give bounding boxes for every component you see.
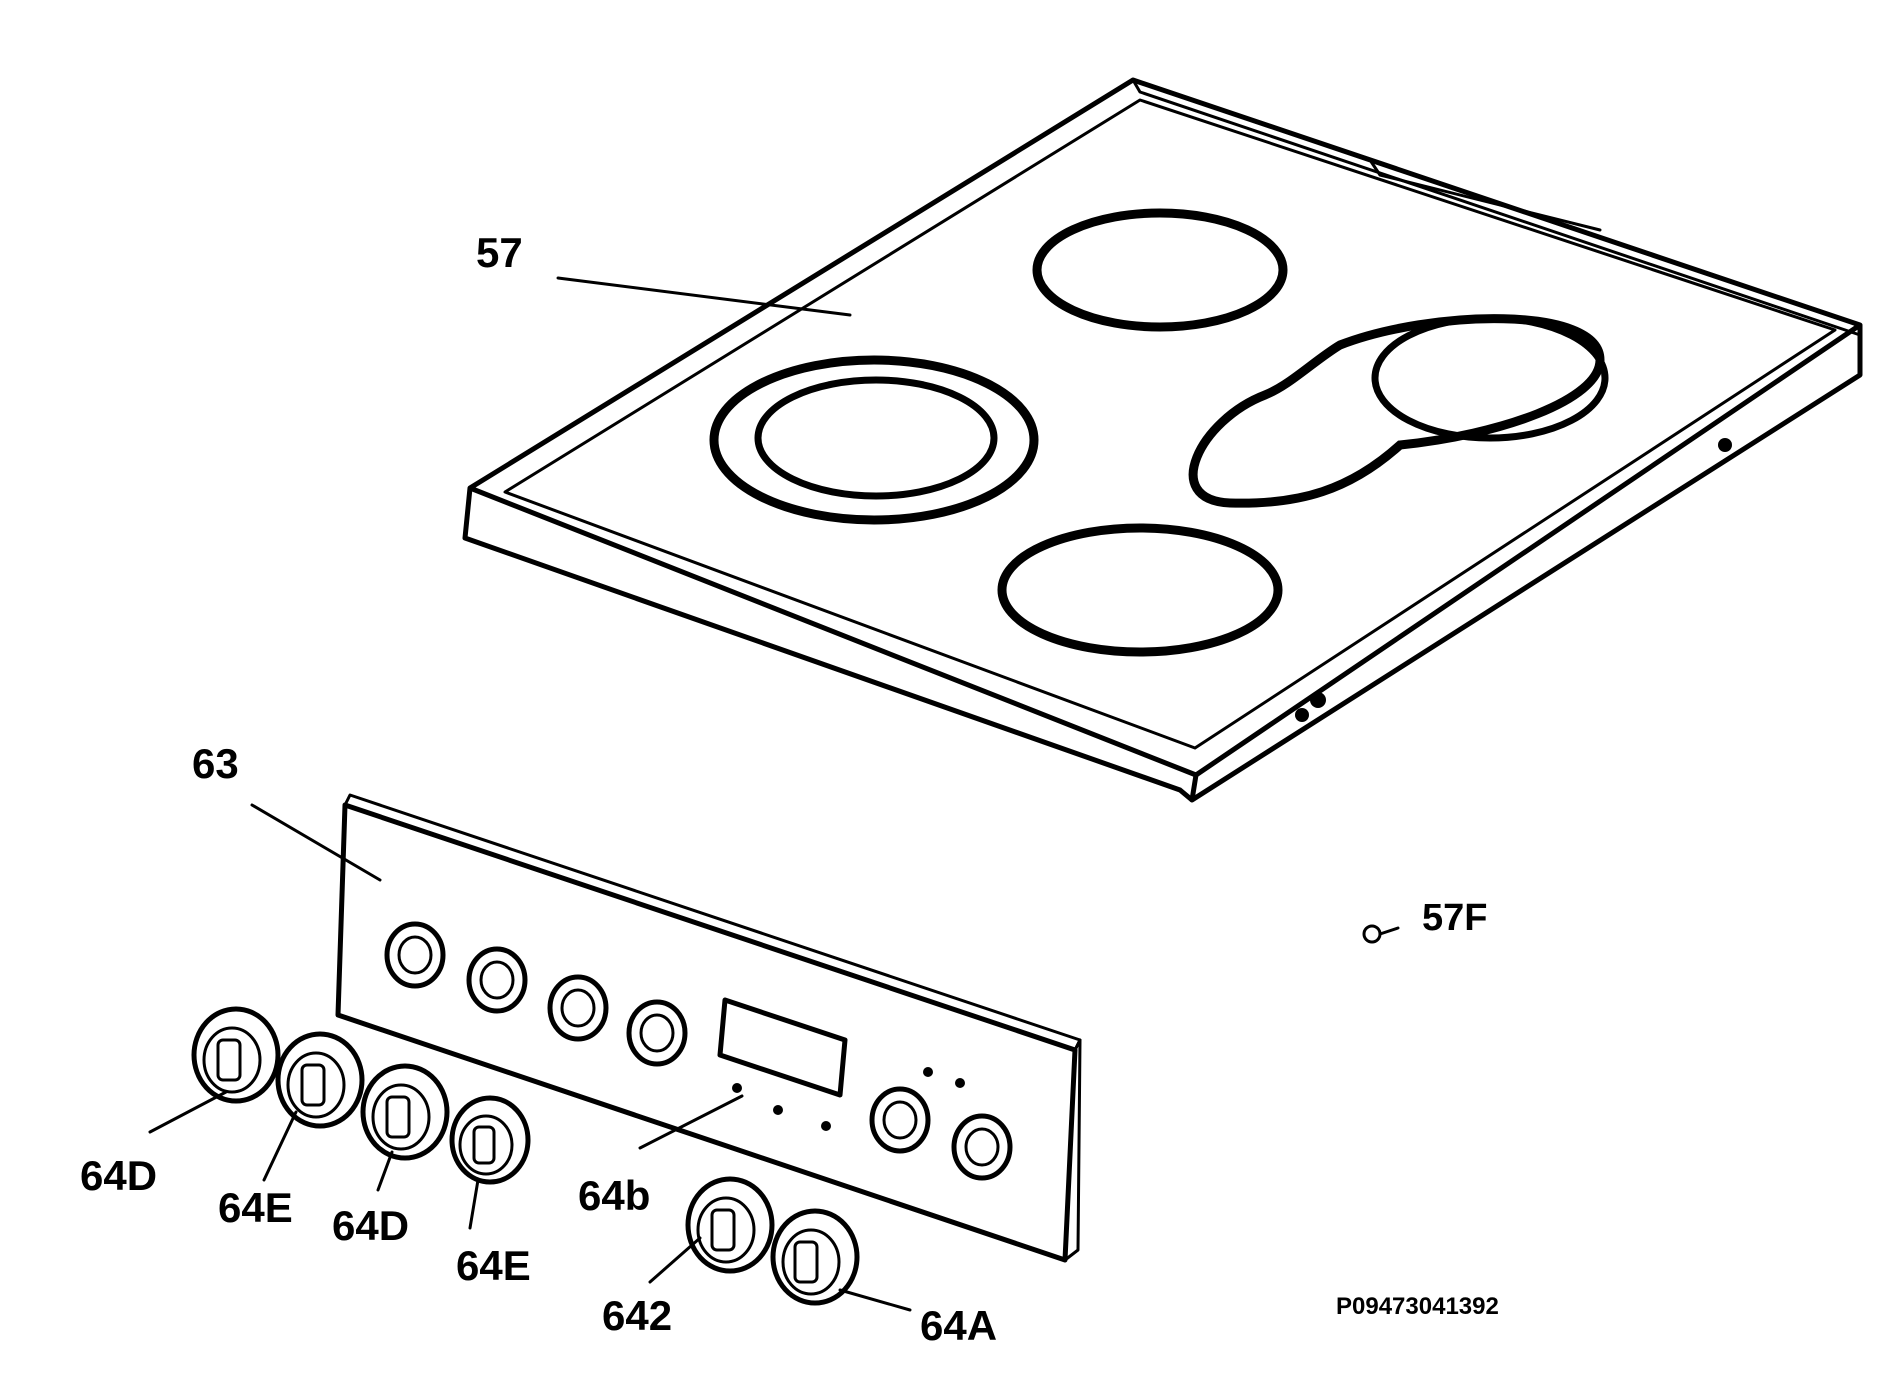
knob-64A	[770, 1208, 860, 1306]
knob-64D-right	[360, 1063, 450, 1161]
callout-57: 57	[476, 229, 523, 276]
control-display	[717, 997, 848, 1098]
hob-glass-top	[462, 77, 1863, 803]
callout-64D-right: 64D	[332, 1202, 409, 1249]
cooking-zone-dual-outer	[709, 355, 1039, 525]
knob-64E-right	[449, 1095, 531, 1185]
callout-64b: 64b	[578, 1172, 650, 1219]
callout-64D-left: 64D	[80, 1152, 157, 1199]
panel-knob-seats	[384, 921, 1013, 1181]
clip-57F	[1362, 924, 1400, 944]
callout-63: 63	[192, 740, 239, 787]
callout-64E-right: 64E	[456, 1242, 531, 1289]
callout-64A: 64A	[920, 1302, 997, 1349]
callout-64E-left: 64E	[218, 1184, 293, 1231]
knob-642	[685, 1176, 775, 1274]
callout-57F: 57F	[1422, 897, 1487, 939]
cooking-zone-front-right	[997, 523, 1283, 657]
leader-lines	[148, 276, 912, 1312]
cooking-zone-dual-inner	[754, 376, 998, 500]
knob-64E-left	[275, 1031, 365, 1129]
cooking-zone-rear-left	[1032, 208, 1288, 332]
drawing-code: P09473041392	[1336, 1293, 1499, 1320]
knob-64D-left	[191, 1006, 281, 1104]
control-panel	[335, 793, 1082, 1263]
callout-642: 642	[602, 1292, 672, 1339]
cooking-zone-extended	[1188, 314, 1605, 508]
